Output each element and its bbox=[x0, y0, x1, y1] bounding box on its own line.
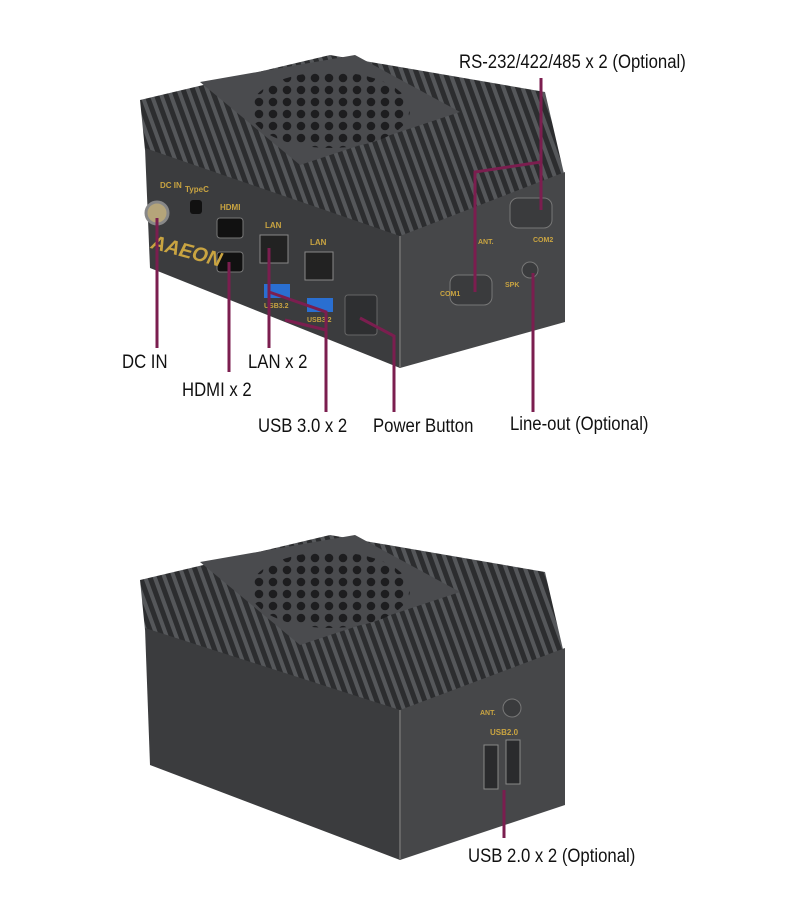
power-button bbox=[344, 294, 378, 336]
silk-lan-2: LAN bbox=[310, 238, 327, 247]
fan-grille-rear bbox=[250, 552, 410, 628]
silk-typec: TypeC bbox=[185, 185, 209, 194]
typec-port bbox=[190, 200, 202, 214]
silk-ant-rear: ANT. bbox=[480, 710, 496, 717]
silk-hdmi: HDMI bbox=[220, 203, 240, 212]
callout-hdmi: HDMI x 2 bbox=[182, 380, 252, 401]
callout-line-out: Line-out (Optional) bbox=[510, 414, 649, 435]
silk-spk: SPK bbox=[505, 282, 519, 289]
com1-port bbox=[449, 274, 493, 306]
hdmi-port-1 bbox=[216, 217, 244, 239]
silk-dc-in: DC IN bbox=[160, 181, 182, 190]
silk-lan-1: LAN bbox=[265, 221, 282, 230]
device-rear-view: ANT. USB2.0 bbox=[140, 535, 565, 860]
fan-grille bbox=[250, 72, 410, 148]
silk-com1: COM1 bbox=[440, 291, 460, 298]
long-side-panel bbox=[145, 628, 400, 860]
lan-port-1 bbox=[259, 234, 289, 264]
callout-power-button: Power Button bbox=[373, 416, 474, 437]
silk-ant: ANT. bbox=[478, 239, 494, 246]
callout-usb3: USB 3.0 x 2 bbox=[258, 416, 348, 437]
antenna-hole bbox=[502, 698, 522, 718]
silk-usb20: USB2.0 bbox=[490, 728, 519, 737]
com2-port bbox=[509, 197, 553, 229]
silk-usb-2: USB3.2 bbox=[307, 317, 332, 324]
silk-com2: COM2 bbox=[533, 237, 553, 244]
callout-usb2: USB 2.0 x 2 (Optional) bbox=[468, 846, 636, 867]
callout-lan: LAN x 2 bbox=[248, 352, 308, 373]
usb2-port-1 bbox=[483, 744, 499, 790]
spk-port bbox=[521, 261, 539, 279]
callout-dc-in: DC IN bbox=[122, 352, 168, 373]
callout-lines-front bbox=[155, 78, 543, 412]
silk-usb-1: USB3.2 bbox=[264, 303, 289, 310]
device-front-view: DC IN TypeC HDMI LAN LAN USB3.2 USB3.2 A… bbox=[140, 55, 565, 412]
rear-panel bbox=[400, 648, 565, 860]
callout-rs232: RS-232/422/485 x 2 (Optional) bbox=[459, 52, 686, 73]
usb2-port-2 bbox=[505, 739, 521, 785]
lan-port-2 bbox=[304, 251, 334, 281]
